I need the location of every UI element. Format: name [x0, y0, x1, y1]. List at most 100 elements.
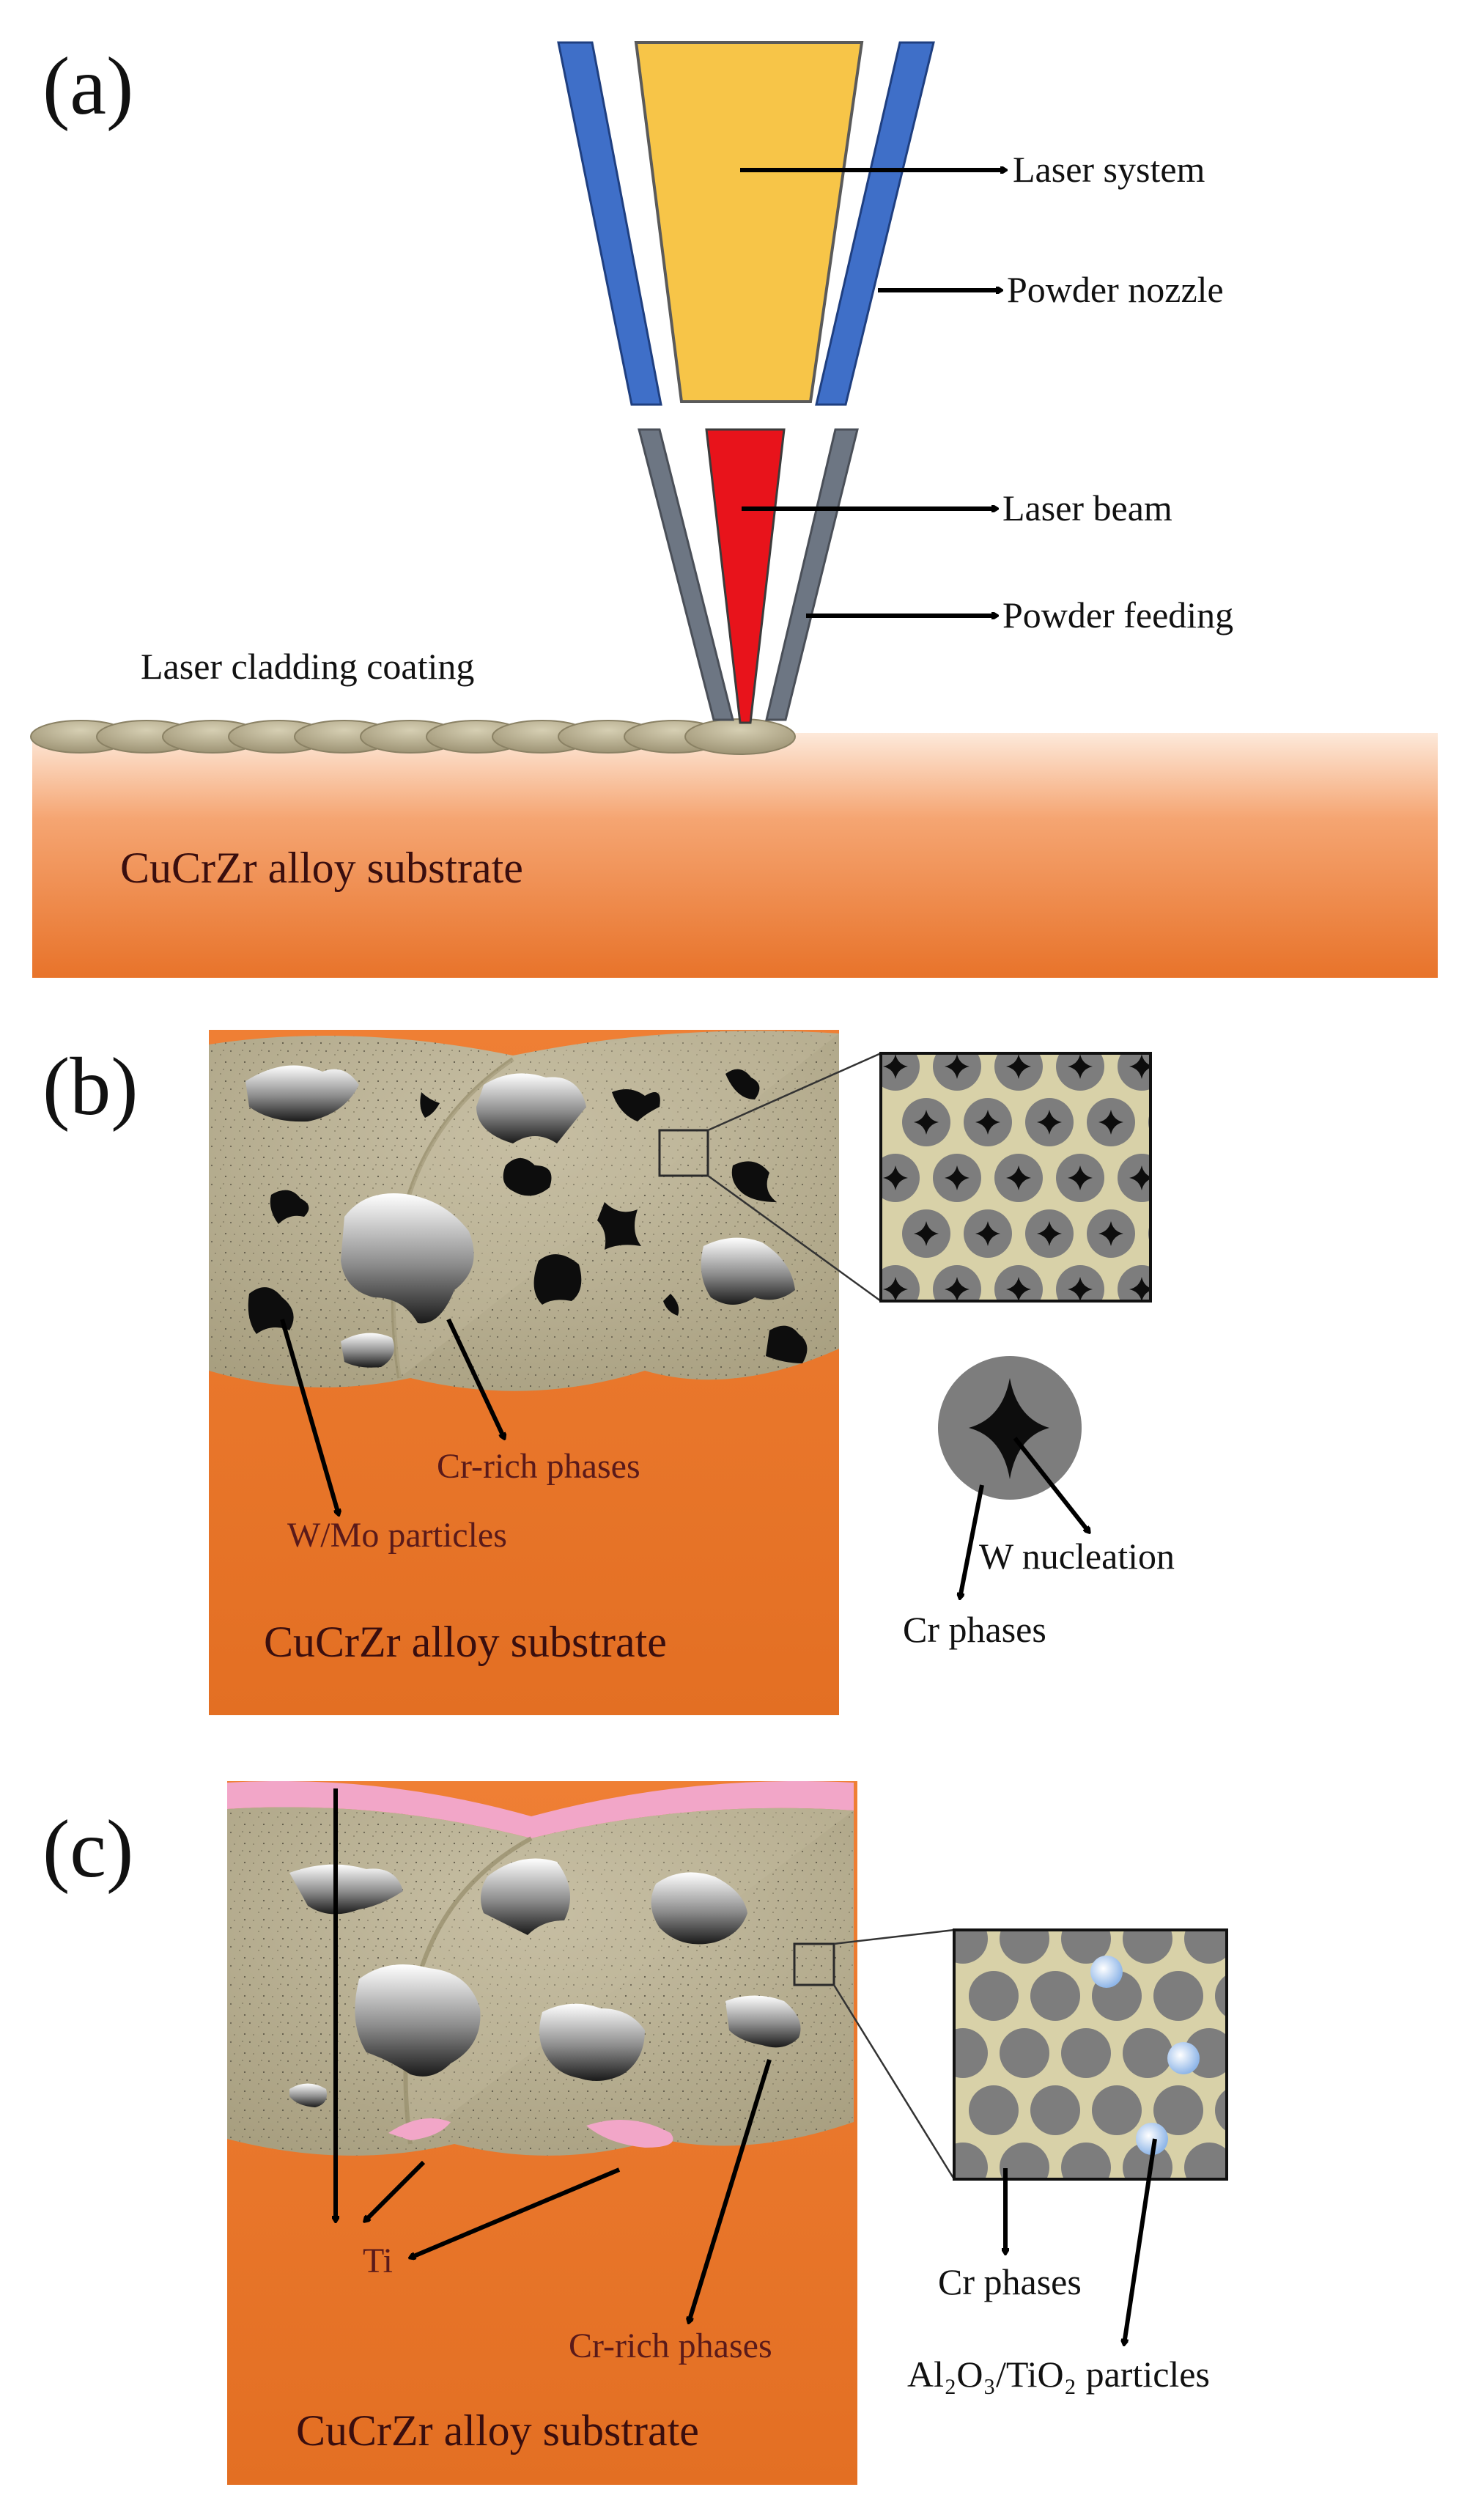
- cr-rich-phase: [651, 1872, 747, 1945]
- panel-c: (c): [43, 1781, 1228, 2485]
- cr-rich-phase: [341, 1333, 394, 1368]
- cr-rich-phase: [341, 1193, 474, 1324]
- substrate-label-c: CuCrZr alloy substrate: [296, 2406, 699, 2455]
- ti-phase: [388, 2118, 451, 2140]
- zoom-region-b: [658, 1129, 709, 1177]
- oxide-particles-label: Al₂O₃/TiO₂ particles: [907, 2354, 1210, 2395]
- cr-phase-grain: [1000, 2028, 1049, 2078]
- panel-c-tag: (c): [43, 1804, 133, 1895]
- cr-rich-arrow-b: [446, 1318, 504, 1438]
- powder-feeding-label: Powder feeding: [1002, 594, 1233, 635]
- w-nucleus: [945, 1277, 969, 1301]
- zoom-region-c: [793, 1942, 835, 1986]
- coating-label: Laser cladding coating: [141, 646, 474, 687]
- cr-phase-grain: [1000, 2143, 1049, 2179]
- cr-phase-grain: [954, 1930, 988, 1964]
- cr-phases-label-c: Cr phases: [938, 2261, 1082, 2302]
- cr-phase-grain: [954, 2143, 988, 2179]
- cr-phase-grain: [1215, 2089, 1227, 2132]
- ti-arrow-2: [410, 2167, 621, 2258]
- w-nucleus: [1068, 1054, 1093, 1079]
- w-nucleus: [1006, 1054, 1031, 1079]
- cr-rich-phase: [289, 2083, 327, 2107]
- substrate-label-a: CuCrZr alloy substrate: [120, 844, 523, 892]
- cr-phase-grain: [1061, 2143, 1111, 2179]
- zoom-inset-b: [879, 1052, 1185, 1303]
- ti-arrow-1: [365, 2160, 426, 2221]
- w-nucleus: [1098, 1110, 1123, 1135]
- cr-phase-grain: [1184, 1930, 1227, 1964]
- cr-phase-grain: [1061, 2028, 1111, 2078]
- cr-phase-grain: [1148, 1112, 1150, 1132]
- w-nucleus: [1129, 1054, 1150, 1079]
- w-nucleus: [1006, 1165, 1031, 1190]
- w-nucleus: [883, 1054, 908, 1079]
- cr-phase-grain: [1030, 1971, 1080, 2021]
- laser-beam-label: Laser beam: [1002, 487, 1172, 528]
- w-nucleus: [883, 1277, 908, 1301]
- cr-phase-grain: [969, 1971, 1019, 2021]
- substrate-block: [32, 733, 1438, 978]
- panel-a-tag: (a): [43, 41, 133, 132]
- w-nucleus: [914, 1221, 939, 1246]
- w-nucleus: [1129, 1277, 1150, 1301]
- w-nucleus: [945, 1054, 969, 1079]
- w-nucleus: [975, 1221, 1000, 1246]
- powder-nozzle-label: Powder nozzle: [1007, 269, 1224, 310]
- w-nucleus: [1098, 1221, 1123, 1246]
- w-nucleus: [914, 1110, 939, 1135]
- ti-label: Ti: [363, 2241, 393, 2280]
- cr-rich-phase: [245, 1065, 359, 1122]
- cr-rich-phase: [355, 1964, 481, 2077]
- cr-phase-grain: [1153, 2085, 1203, 2135]
- powder-nozzle-left: [557, 41, 662, 406]
- cr-phase-grain: [1123, 1930, 1172, 1964]
- cr-rich-phase: [476, 1073, 586, 1143]
- cladding-beads: [30, 718, 796, 755]
- zoom-inset-c: [953, 1928, 1228, 2181]
- panel-b-tag: (b): [43, 1042, 138, 1132]
- cr-rich-phase: [481, 1858, 570, 1935]
- cr-phase-grain: [1215, 1975, 1227, 2017]
- cr-rich-phase: [725, 1995, 801, 2048]
- laser-system-label: Laser system: [1013, 149, 1205, 190]
- cr-rich-phase: [289, 1864, 403, 1915]
- oxide-particle: [1090, 1956, 1123, 1988]
- oxide-particle: [1167, 2042, 1200, 2074]
- cr-rich-label-b: Cr-rich phases: [437, 1447, 640, 1486]
- cr-phase-grain: [881, 1053, 920, 1091]
- cr-phases-label-b: Cr phases: [903, 1609, 1046, 1650]
- cr-rich-phase: [701, 1237, 795, 1305]
- w-nucleus: [1006, 1277, 1031, 1301]
- laser-system-block: [634, 41, 864, 403]
- cr-phase-grain: [1123, 2028, 1172, 2078]
- w-nucleation-star: [969, 1378, 1049, 1479]
- substrate-label-b: CuCrZr alloy substrate: [264, 1618, 667, 1666]
- cr-phase-grain: [1092, 2085, 1142, 2135]
- w-nucleus: [1068, 1277, 1093, 1301]
- cr-phase-grain: [969, 2085, 1019, 2135]
- oxide-top-layer: [227, 1781, 854, 1838]
- w-nucleus: [1037, 1110, 1062, 1135]
- cr-phase-grain: [1030, 2085, 1080, 2135]
- panel-b: (b): [43, 1030, 1185, 1715]
- w-nucleation-arrow: [1013, 1437, 1089, 1532]
- w-nucleus: [1160, 1221, 1185, 1246]
- powder-feeding-tube-left: [638, 428, 734, 721]
- cr-phase-grain: [1061, 1930, 1111, 1964]
- cr-phase-grain: [1000, 1930, 1049, 1964]
- panel-a: (a) Laser s: [30, 41, 1438, 978]
- w-nucleus: [1068, 1165, 1093, 1190]
- w-mo-label: W/Mo particles: [287, 1516, 507, 1555]
- ti-phase: [586, 2120, 673, 2148]
- laser-beam: [705, 428, 786, 724]
- w-nucleus: [1160, 1110, 1185, 1135]
- cr-rich-label-c: Cr-rich phases: [569, 2326, 772, 2365]
- oxide-particle: [1136, 2123, 1168, 2155]
- oxide-particles-arrow: [1124, 2138, 1157, 2344]
- w-nucleation-label: W nucleation: [979, 1536, 1175, 1577]
- powder-feeding-tube-right: [765, 428, 859, 721]
- w-nucleus: [1037, 1221, 1062, 1246]
- w-nucleus: [975, 1110, 1000, 1135]
